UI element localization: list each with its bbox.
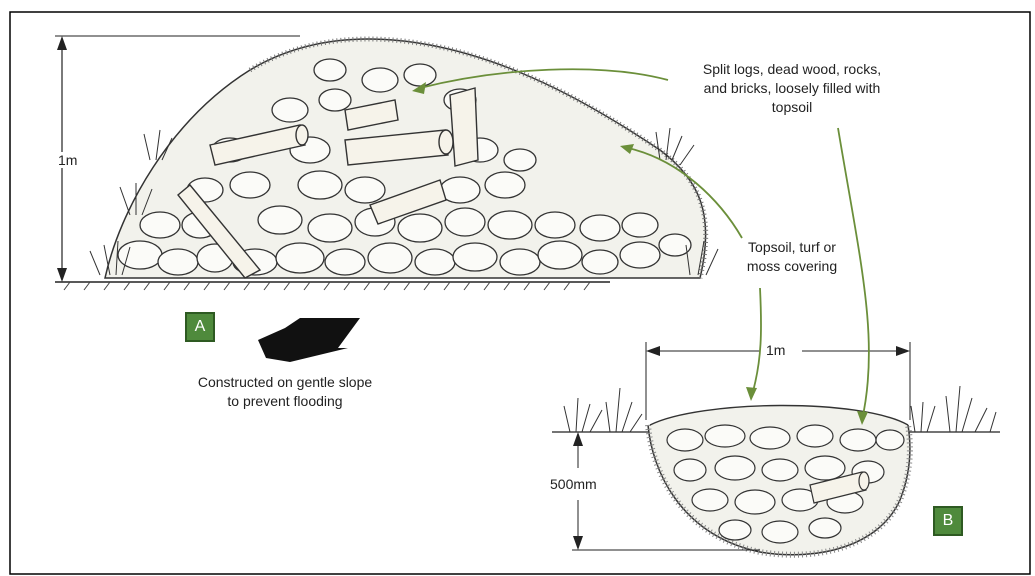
slope-callout-line-2: to prevent flooding xyxy=(180,392,390,411)
depth-b-label: 500mm xyxy=(548,476,599,492)
height-a-label: 1m xyxy=(56,152,79,168)
covering-callout: Topsoil, turf or moss covering xyxy=(722,238,862,276)
badge-b: B xyxy=(933,506,963,536)
badge-a: A xyxy=(185,312,215,342)
materials-callout-line-1: Split logs, dead wood, rocks, xyxy=(672,60,912,79)
slope-callout-line-1: Constructed on gentle slope xyxy=(180,373,390,392)
covering-callout-line-2: moss covering xyxy=(722,257,862,276)
width-b-label: 1m xyxy=(766,342,785,358)
covering-callout-line-1: Topsoil, turf or xyxy=(722,238,862,257)
materials-callout-line-3: topsoil xyxy=(672,98,912,117)
slope-arrow xyxy=(258,318,360,362)
materials-callout-line-2: and bricks, loosely filled with xyxy=(672,79,912,98)
slope-callout: Constructed on gentle slope to prevent f… xyxy=(180,373,390,411)
mound-a xyxy=(55,36,718,290)
materials-callout: Split logs, dead wood, rocks, and bricks… xyxy=(672,60,912,117)
